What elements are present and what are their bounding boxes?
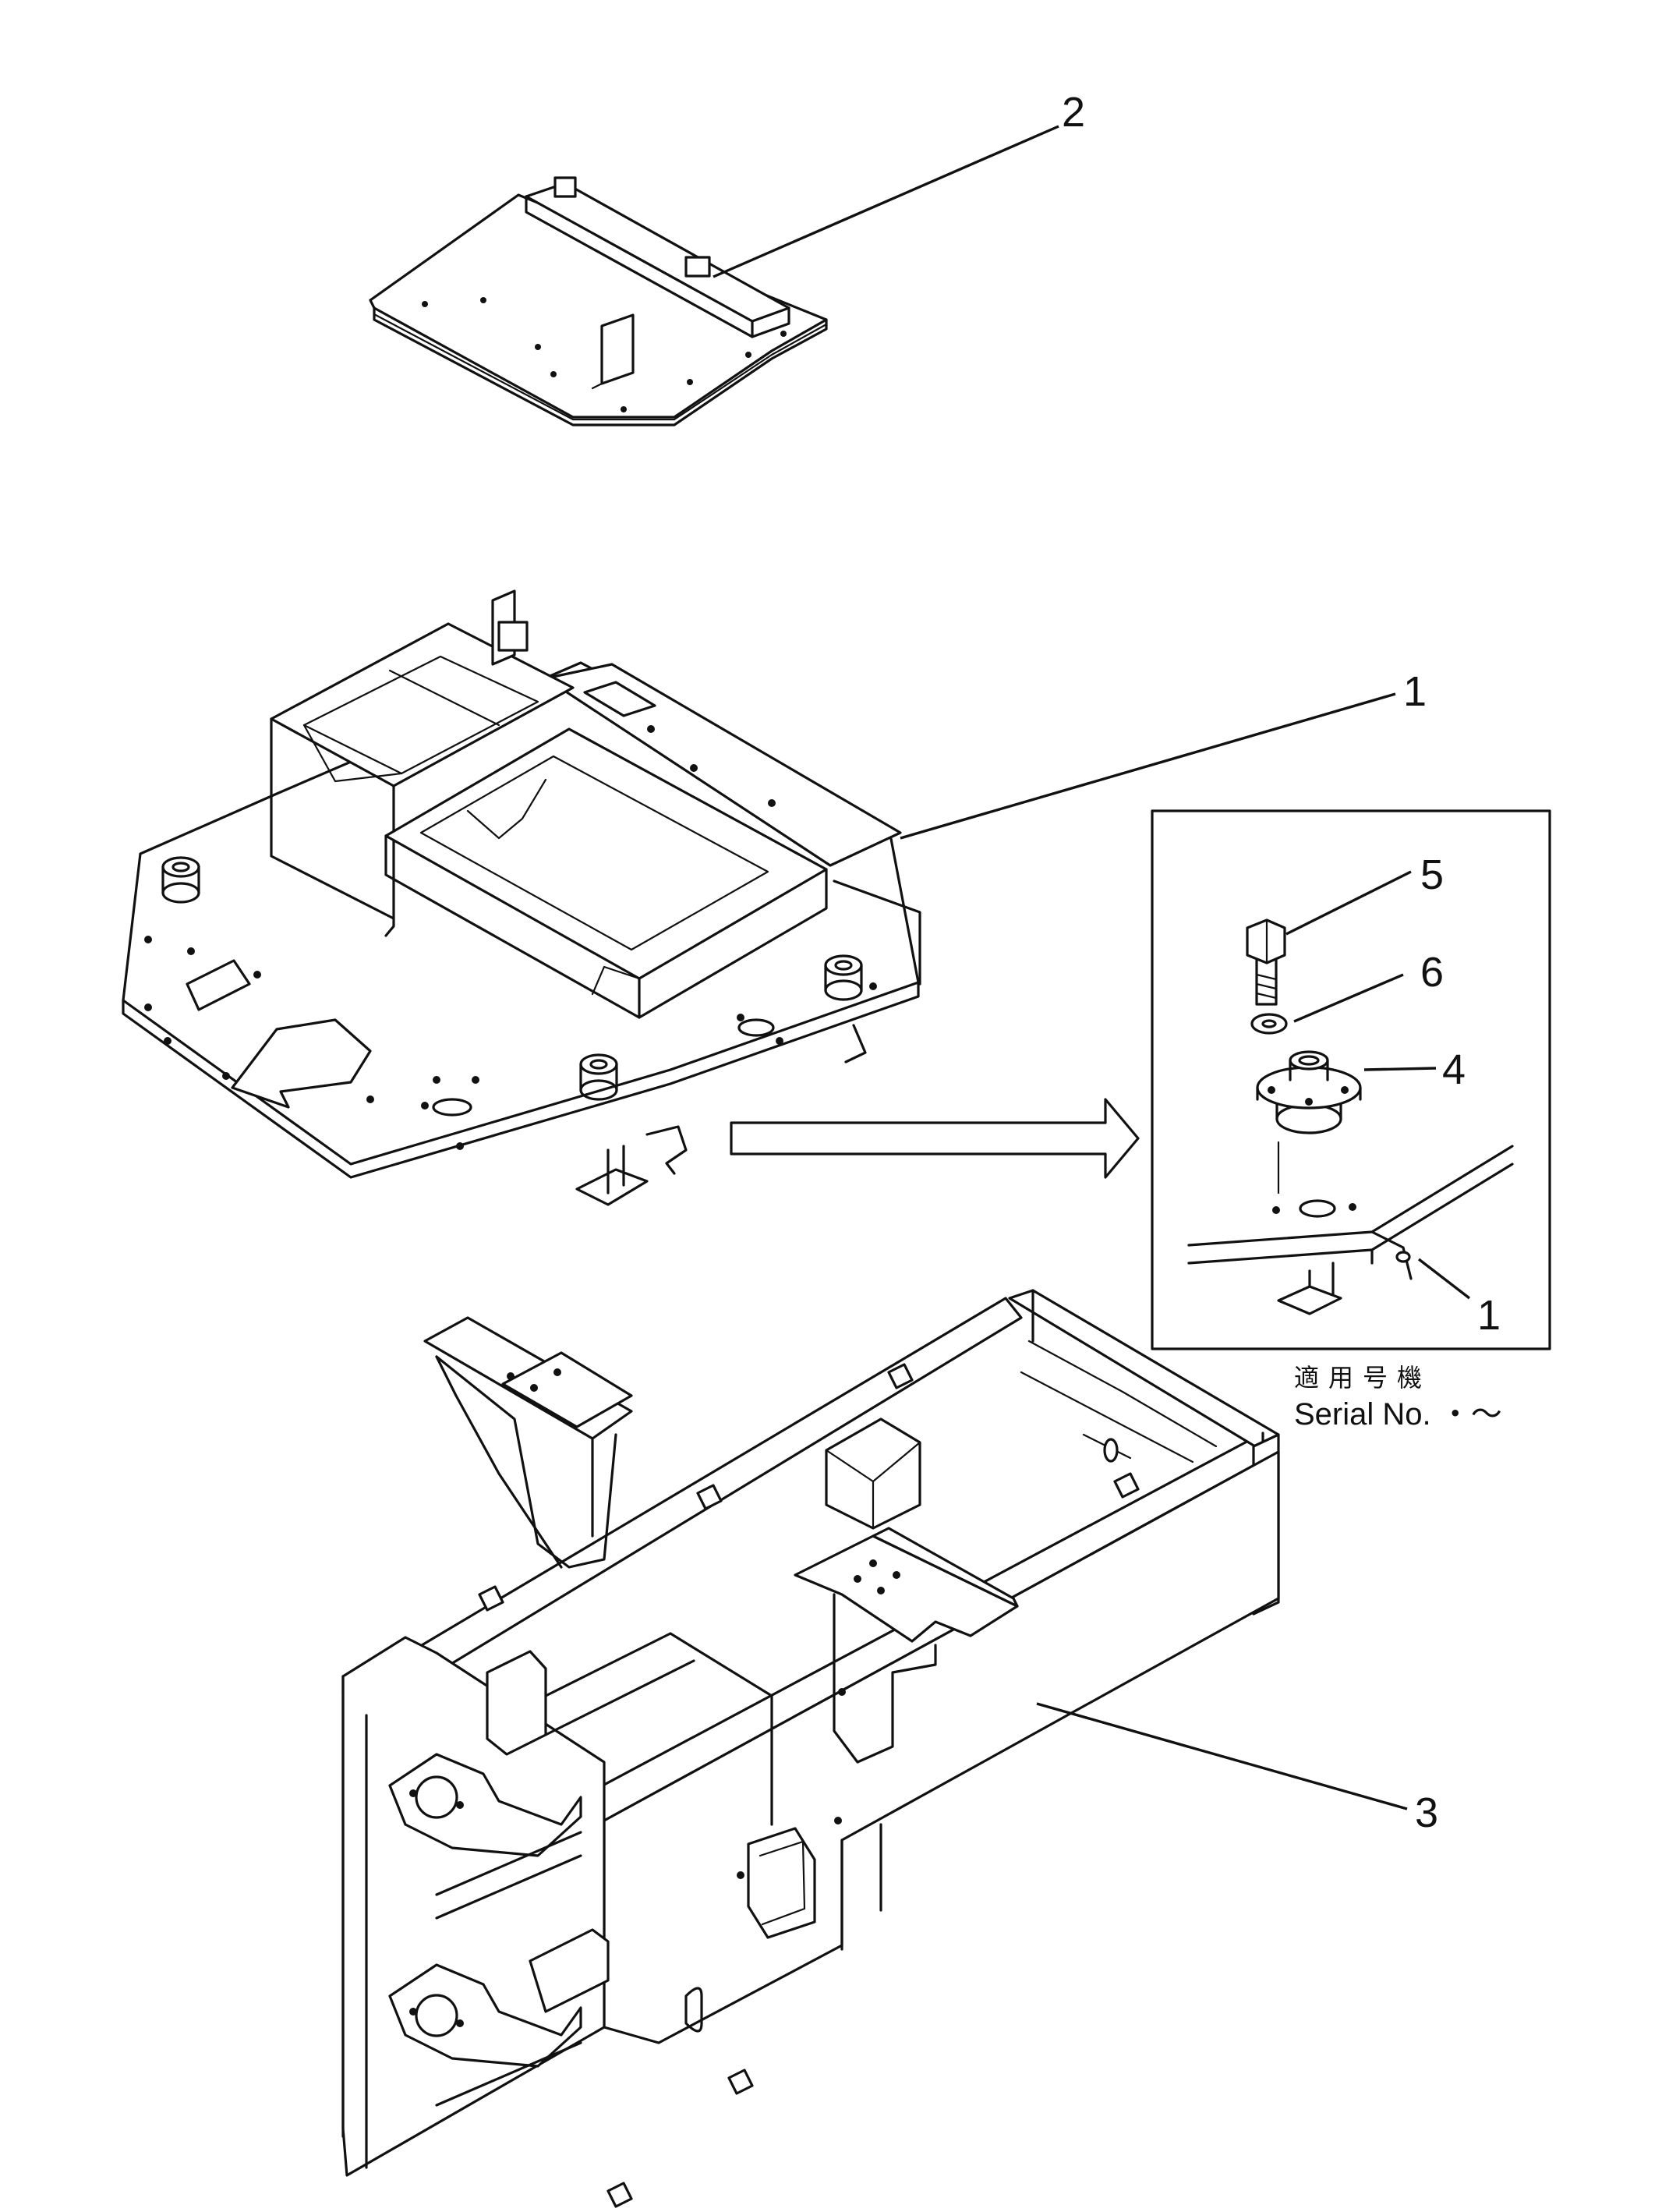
part-4-mount bbox=[1256, 1050, 1362, 1134]
leader-line-4 bbox=[1363, 1067, 1437, 1071]
callout-6: 6 bbox=[1420, 949, 1444, 996]
leader-line-1-detail bbox=[1417, 1258, 1471, 1300]
detail-arrow bbox=[730, 1098, 1140, 1179]
leader-line-6 bbox=[1293, 973, 1404, 1023]
mount-detail-box bbox=[1151, 809, 1551, 1350]
part-1-detail-plate bbox=[1187, 1145, 1514, 1315]
callout-3: 3 bbox=[1415, 1789, 1438, 1836]
part-1-rubber-mount-left bbox=[161, 856, 200, 904]
leader-line-2 bbox=[713, 125, 1059, 278]
serial-number-text: Serial No. ・〜 bbox=[1294, 1397, 1502, 1432]
callout-2: 2 bbox=[1062, 89, 1085, 136]
applicable-serial-label: 適用号機 bbox=[1294, 1364, 1431, 1392]
callout-1: 1 bbox=[1403, 668, 1427, 715]
leader-line-5 bbox=[1285, 870, 1412, 936]
leader-line-3 bbox=[1036, 1702, 1408, 1810]
part-5-bolt bbox=[1246, 918, 1286, 1006]
part-1-floor-frame bbox=[122, 589, 921, 1206]
callout-1-detail: 1 bbox=[1477, 1292, 1501, 1339]
leader-line-1 bbox=[900, 692, 1396, 840]
part-2-cover-plate bbox=[369, 176, 828, 426]
part-6-washer bbox=[1250, 1013, 1288, 1035]
part-1-rubber-mount-right bbox=[824, 954, 863, 1001]
callout-4: 4 bbox=[1442, 1046, 1466, 1093]
callout-5: 5 bbox=[1420, 851, 1444, 898]
part-1-rubber-mount-front bbox=[579, 1053, 618, 1101]
part-3-main-frame bbox=[341, 1289, 1280, 2208]
